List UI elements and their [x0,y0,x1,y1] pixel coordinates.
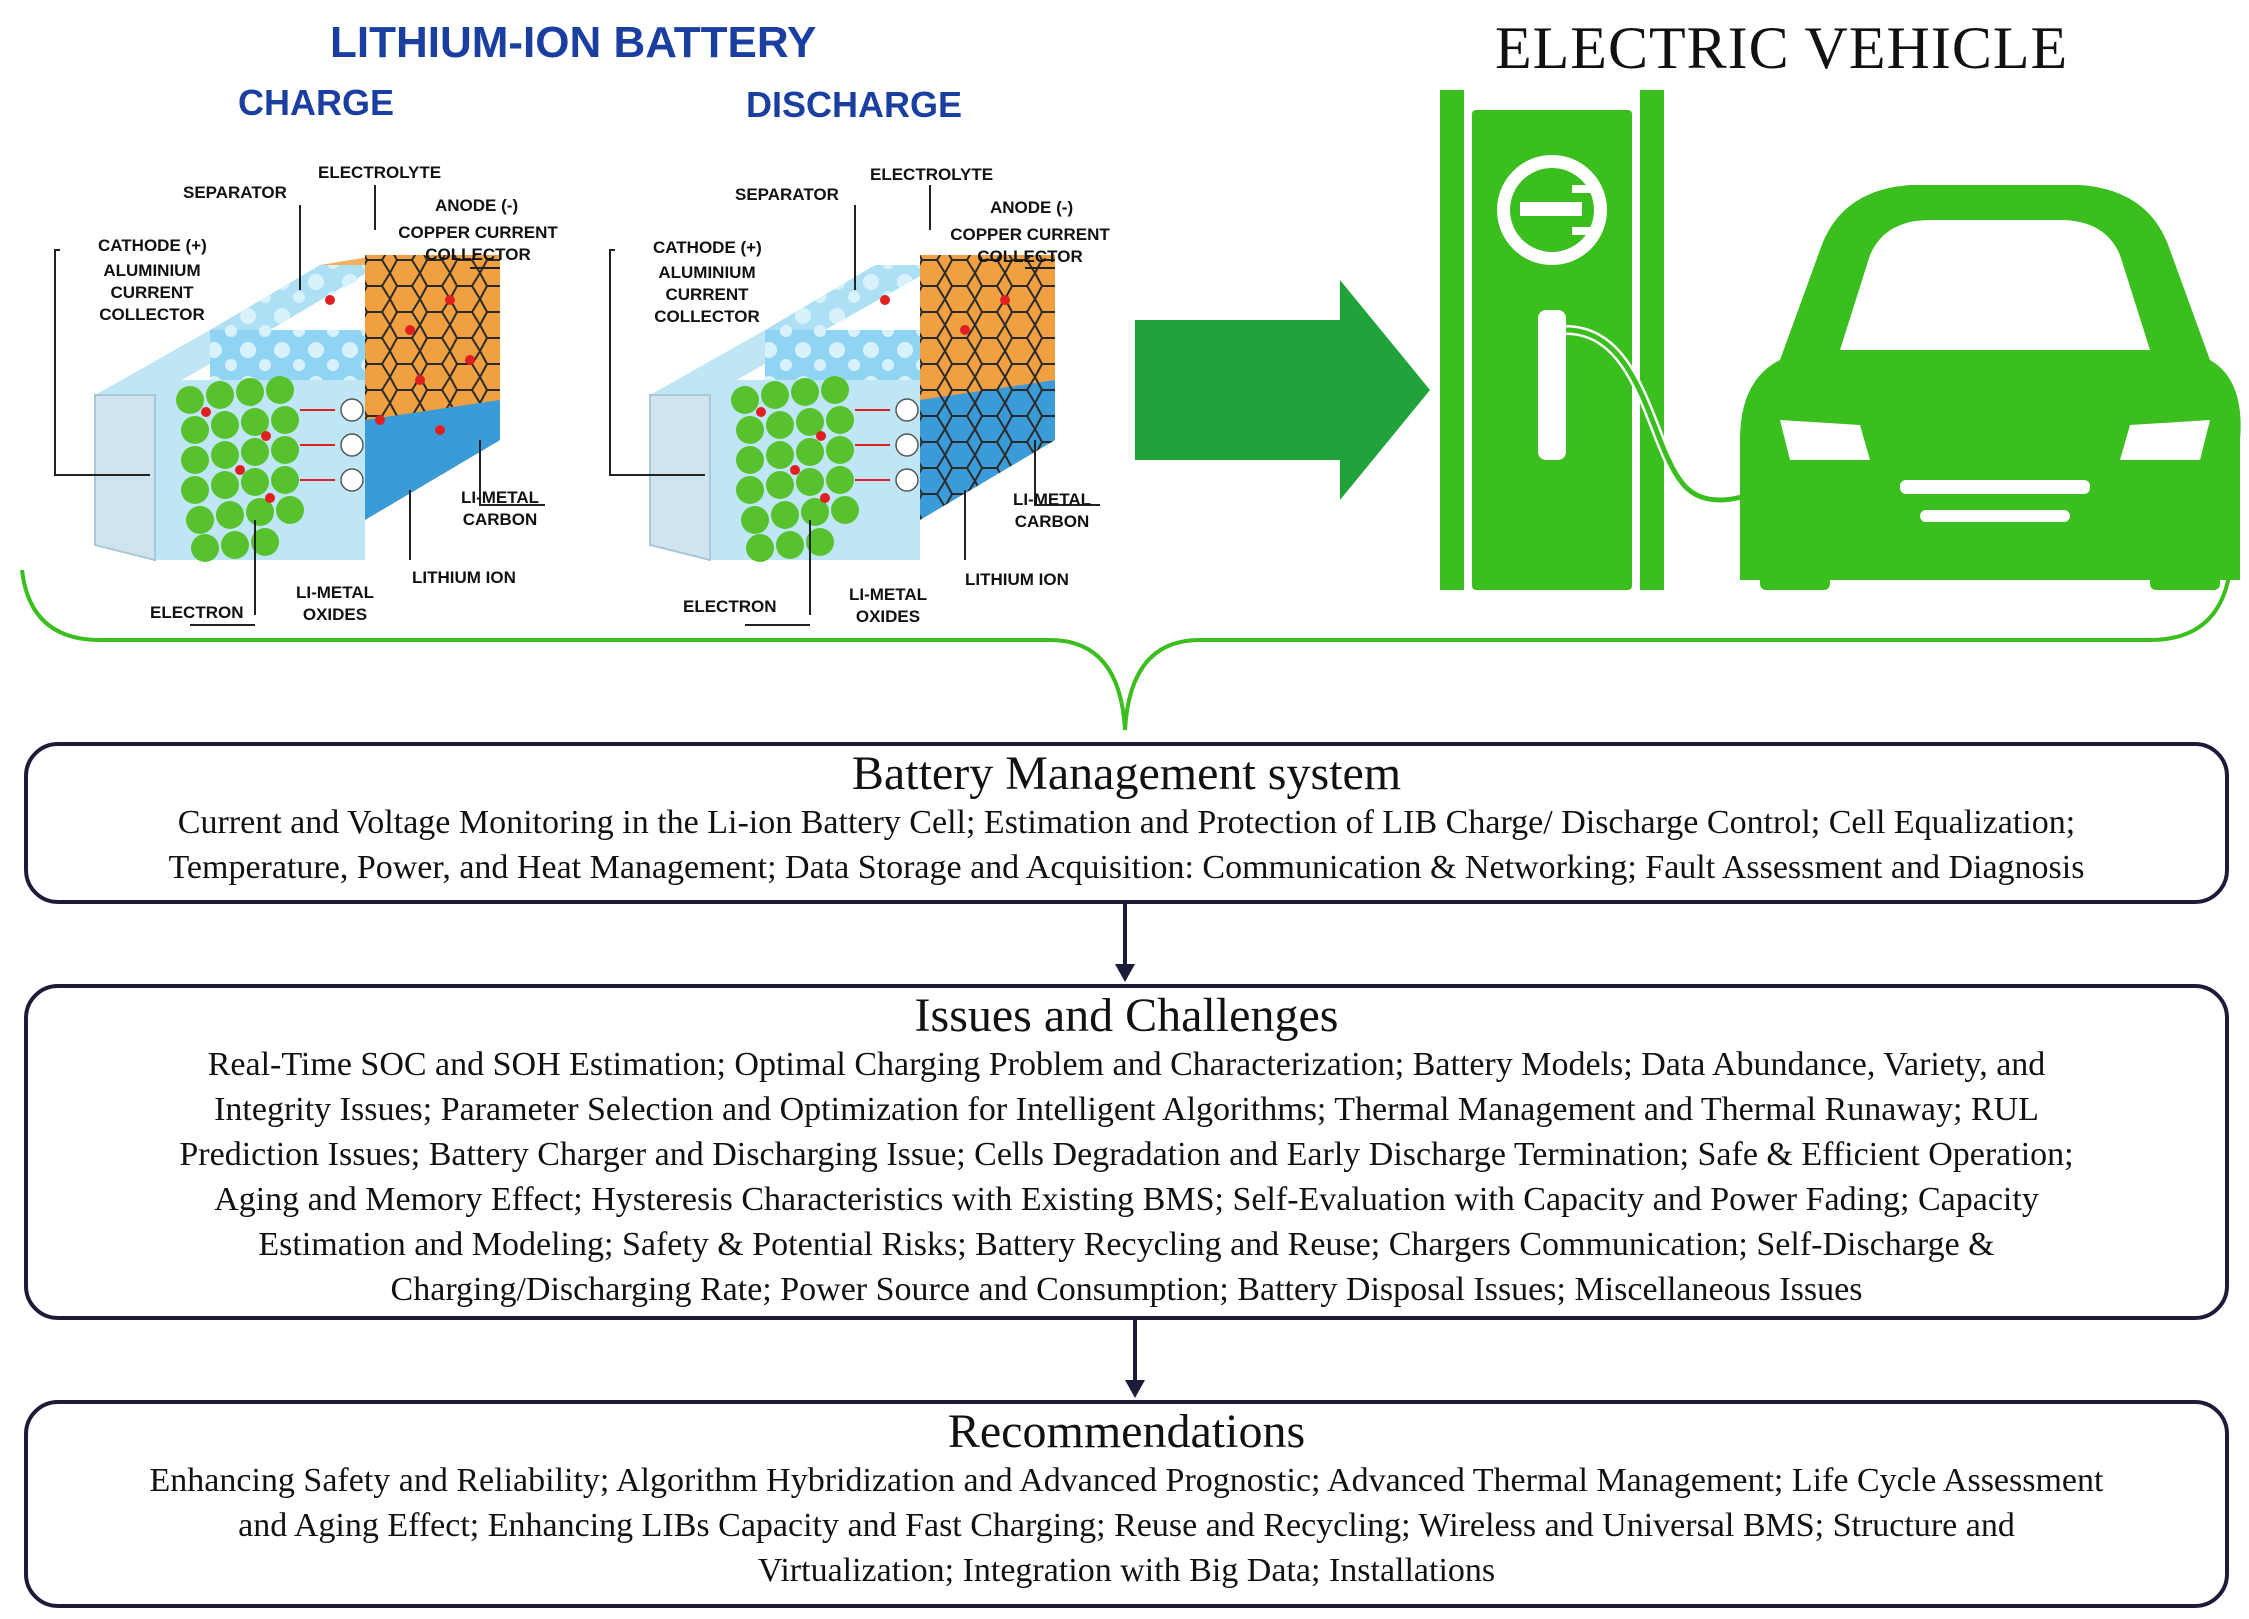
recommendations-line-2: and Aging Effect; Enhancing LIBs Capacit… [238,1507,2015,1544]
recommendations-title: Recommendations [947,1405,1306,1458]
down-arrow-icon [1115,904,1135,982]
discharge-separator-label: SEPARATOR [735,185,839,204]
charge-battery-diagram [54,185,545,626]
discharge-aluminium-label: ALUMINIUM CURRENT COLLECTOR [654,263,760,326]
discharge-lithium-ion-label: LITHIUM ION [965,570,1069,589]
issues-box: Issues and Challenges Real-Time SOC and … [24,984,2229,1320]
battery-title: LITHIUM-ION BATTERY [330,18,817,67]
charge-cathode-label: CATHODE (+) [98,236,207,255]
bms-title: Battery Management system [851,747,1402,800]
recommendations-line-3: Virtualization; Integration with Big Dat… [757,1552,1496,1589]
charge-aluminium-label: ALUMINIUM CURRENT COLLECTOR [99,261,205,324]
charge-cell [94,255,500,562]
bms-line-2: Temperature, Power, and Heat Management;… [168,849,2085,886]
recommendations-box: Recommendations Enhancing Safety and Rel… [24,1400,2229,1608]
charge-electron-label: ELECTRON [150,603,244,622]
charge-li-metal-carbon-label: LI-METAL CARBON [460,488,540,529]
charge-separator-label: SEPARATOR [183,183,287,202]
issues-line-5: Estimation and Modeling; Safety & Potent… [258,1226,1995,1263]
issues-line-3: Prediction Issues; Battery Charger and D… [179,1136,2074,1173]
discharge-li-metal-oxides-label: LI-METAL OXIDES [848,585,928,626]
recommendations-line-1: Enhancing Safety and Reliability; Algori… [149,1462,2104,1499]
ev-illustration [1135,90,2241,590]
right-arrow-icon [1135,280,1430,500]
discharge-copper-label: COPPER CURRENT COLLECTOR [950,225,1110,266]
charge-copper-label: COPPER CURRENT COLLECTOR [398,223,558,264]
bms-line-1: Current and Voltage Monitoring in the Li… [177,804,2076,841]
discharge-electrolyte-label: ELECTROLYTE [870,165,994,184]
discharge-cathode-label: CATHODE (+) [653,238,762,257]
issues-line-4: Aging and Memory Effect; Hysteresis Char… [214,1181,2039,1218]
issues-title: Issues and Challenges [914,989,1339,1042]
curly-brace [20,569,2232,731]
discharge-electron-label: ELECTRON [683,597,777,616]
charge-lithium-ion-label: LITHIUM ION [412,568,516,587]
discharge-cell [649,255,1055,562]
charge-electrolyte-label: ELECTROLYTE [318,163,442,182]
ev-title: ELECTRIC VEHICLE [1495,15,2069,81]
charge-label: CHARGE [238,82,395,123]
discharge-li-metal-carbon-label: LI-METAL CARBON [1012,490,1092,531]
issues-line-1: Real-Time SOC and SOH Estimation; Optima… [207,1046,2046,1083]
discharge-battery-diagram [609,185,1100,626]
issues-line-6: Charging/Discharging Rate; Power Source … [390,1271,1863,1308]
bms-box: Battery Management system Current and Vo… [24,742,2229,904]
discharge-label: DISCHARGE [746,84,963,125]
issues-line-2: Integrity Issues; Parameter Selection an… [214,1091,2039,1128]
charge-anode-label: ANODE (-) [435,196,519,215]
down-arrow-icon [1125,1320,1145,1398]
discharge-anode-label: ANODE (-) [990,198,1074,217]
charge-li-metal-oxides-label: LI-METAL OXIDES [295,583,375,624]
